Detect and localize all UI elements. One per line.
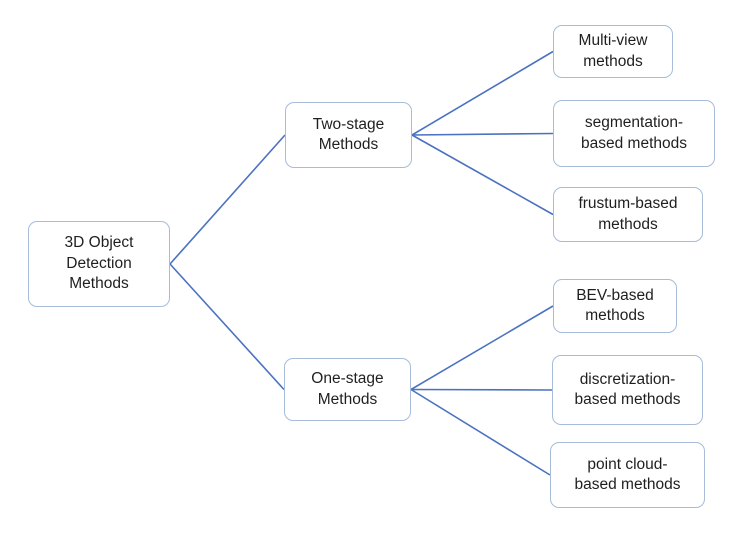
node-bev-based-label: BEV-based methods [576, 286, 654, 324]
node-segmentation-based: segmentation- based methods [553, 100, 715, 167]
node-multi-view-label: Multi-view methods [578, 32, 648, 70]
node-one-stage: One-stage Methods [284, 358, 411, 421]
node-discretization-based-label: discretization- based methods [574, 370, 681, 408]
node-frustum-based: frustum-based methods [553, 187, 703, 242]
edge-two-stage-to-multi-view [411, 50, 554, 136]
node-discretization-based: discretization- based methods [552, 355, 703, 425]
node-multi-view: Multi-view methods [553, 25, 673, 78]
node-two-stage: Two-stage Methods [285, 102, 412, 168]
edge-two-stage-to-frustum-based [411, 134, 554, 216]
node-bev-based: BEV-based methods [553, 279, 677, 333]
node-one-stage-label: One-stage Methods [311, 370, 384, 408]
node-root: 3D Object Detection Methods [28, 221, 170, 307]
edge-root-to-two-stage [169, 134, 286, 265]
edge-root-to-one-stage [169, 263, 285, 391]
edge-one-stage-to-discretization-based [410, 388, 553, 391]
node-segmentation-based-label: segmentation- based methods [581, 114, 687, 152]
node-point-cloud-based-label: point cloud- based methods [574, 455, 681, 493]
edge-one-stage-to-bev-based [410, 305, 554, 391]
node-frustum-based-label: frustum-based methods [578, 195, 678, 233]
node-point-cloud-based: point cloud- based methods [550, 442, 705, 508]
node-two-stage-label: Two-stage Methods [312, 115, 385, 153]
node-root-label: 3D Object Detection Methods [64, 234, 134, 293]
edge-two-stage-to-segmentation-based [411, 132, 554, 136]
edge-one-stage-to-point-cloud-based [410, 388, 551, 476]
